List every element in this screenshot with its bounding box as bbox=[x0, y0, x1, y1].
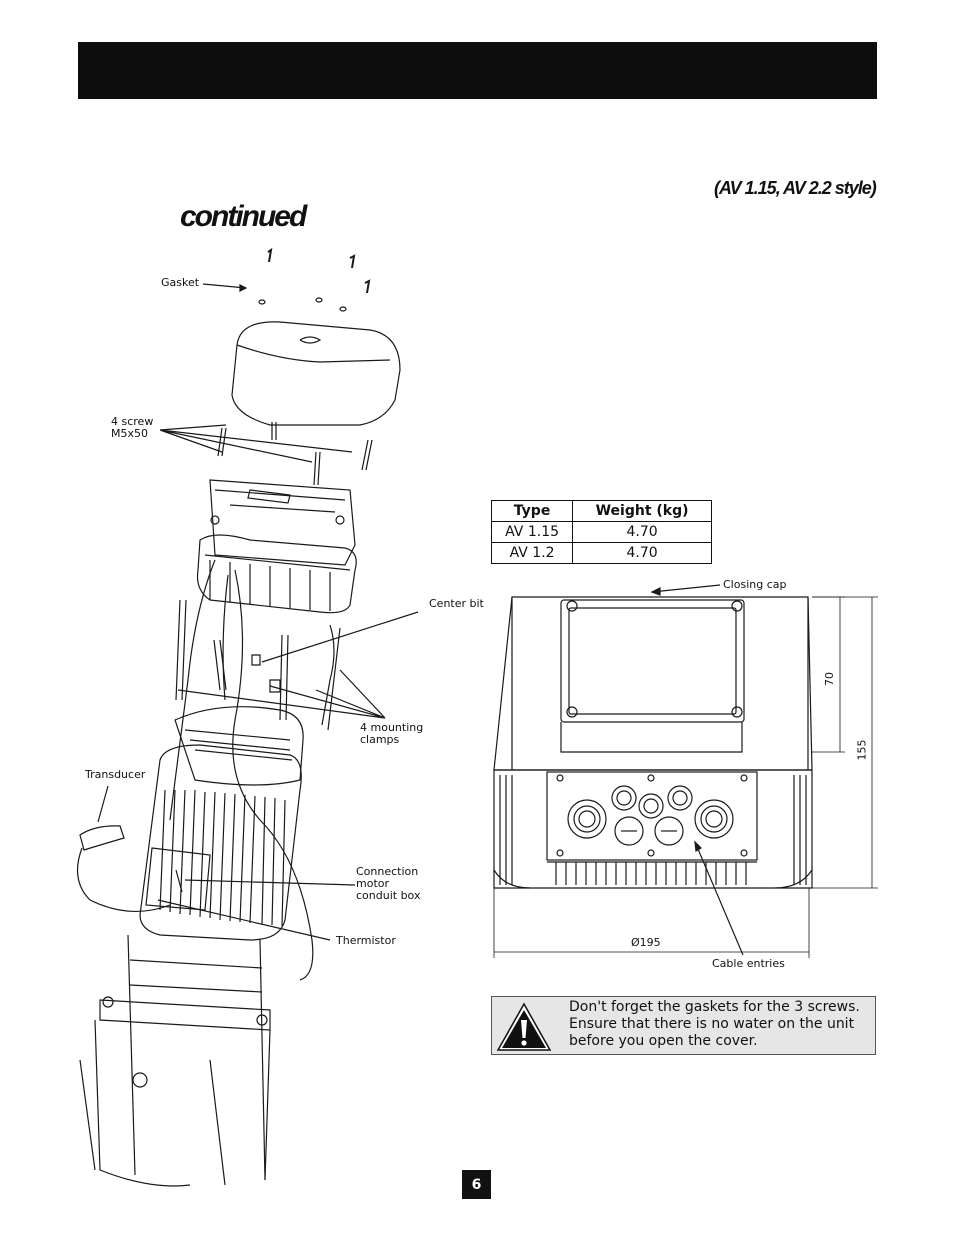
column-header-weight: Weight (kg) bbox=[572, 500, 712, 522]
transducer-label: Transducer bbox=[85, 768, 146, 781]
table-cell: 4.70 bbox=[572, 542, 712, 564]
cable-entries-label: Cable entries bbox=[712, 957, 785, 970]
height-155-dimension-label: 155 bbox=[855, 739, 869, 761]
table-row: AV 1.2 4.70 bbox=[490, 542, 712, 564]
page-heading: continued bbox=[180, 200, 307, 233]
exploded-pump-diagram bbox=[76, 247, 419, 1187]
warning-box: Don't forget the gaskets for the 3 screw… bbox=[491, 996, 876, 1055]
height-70-dimension-label: 70 bbox=[823, 672, 836, 686]
closing-cap-label: Closing cap bbox=[723, 578, 787, 591]
gasket-label: Gasket bbox=[161, 276, 200, 289]
page-number: 6 bbox=[462, 1170, 491, 1199]
conduit-box-label: Connection motor conduit box bbox=[356, 865, 421, 902]
column-header-type: Type bbox=[490, 500, 574, 522]
table-cell: 4.70 bbox=[572, 521, 712, 543]
exclamation-icon bbox=[496, 1002, 552, 1051]
center-bit-label: Center bit bbox=[429, 597, 484, 610]
table-cell: AV 1.15 bbox=[490, 521, 574, 543]
table-row: AV 1.15 4.70 bbox=[490, 521, 712, 543]
screw-label: 4 screw M5x50 bbox=[111, 415, 154, 440]
thermistor-label: Thermistor bbox=[336, 934, 396, 947]
weight-table: Type Weight (kg) AV 1.15 4.70 AV 1.2 4.7… bbox=[490, 500, 712, 564]
table-cell: AV 1.2 bbox=[490, 542, 574, 564]
warning-text: Don't forget the gaskets for the 3 screw… bbox=[569, 999, 860, 1049]
mounting-clamps-label: 4 mounting clamps bbox=[360, 721, 424, 746]
model-subtitle: (AV 1.15, AV 2.2 style) bbox=[714, 178, 877, 198]
diameter-dimension-label: Ø195 bbox=[631, 936, 661, 949]
header-bar bbox=[78, 42, 877, 99]
table-header-row: Type Weight (kg) bbox=[490, 500, 712, 522]
